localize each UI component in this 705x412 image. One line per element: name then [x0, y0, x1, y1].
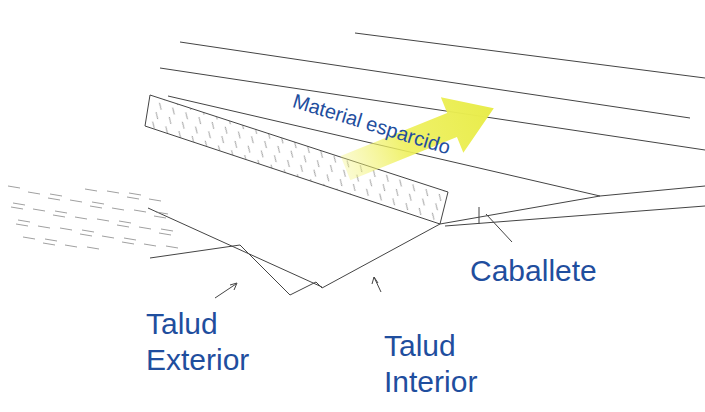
ridge-line — [445, 206, 705, 226]
grass-stroke — [127, 197, 139, 199]
grass-stroke — [48, 198, 60, 200]
ridge-tick — [479, 207, 480, 224]
grass-stroke — [80, 234, 92, 236]
inner-slope-label: Talud Interior — [384, 328, 524, 400]
grass-stroke — [70, 200, 82, 202]
grass-stroke — [43, 243, 55, 245]
grass-stroke — [16, 224, 28, 226]
grass-stroke — [65, 245, 77, 247]
leader-line — [215, 284, 236, 298]
grass-stroke — [166, 246, 178, 248]
grass-stroke — [82, 230, 94, 232]
material-label: Material esparcido — [290, 89, 453, 160]
grass-stroke — [156, 212, 168, 214]
field-line — [355, 33, 705, 78]
grass-stroke — [23, 237, 35, 239]
ridge-line — [440, 186, 705, 224]
grass-texture — [8, 186, 178, 249]
grass-stroke — [60, 228, 72, 230]
grass-stroke — [28, 192, 40, 194]
grass-stroke — [159, 233, 171, 235]
grass-stroke — [161, 229, 173, 231]
grass-stroke — [134, 210, 146, 212]
grass-stroke — [18, 220, 30, 222]
grass-stroke — [33, 209, 45, 211]
grass-stroke — [112, 208, 124, 210]
grass-stroke — [55, 211, 67, 213]
grass-stroke — [38, 226, 50, 228]
grass-stroke — [97, 219, 109, 221]
grass-stroke — [50, 194, 62, 196]
outer-slope-label: Talud Exterior — [146, 306, 286, 378]
grass-stroke — [45, 239, 57, 241]
grass-stroke — [85, 189, 97, 191]
grass-stroke — [129, 193, 141, 195]
grass-stroke — [149, 199, 161, 201]
leader-arrowhead — [372, 277, 378, 284]
grass-stroke — [53, 215, 65, 217]
grass-stroke — [90, 206, 102, 208]
spread-material-band — [145, 95, 448, 224]
grass-stroke — [107, 191, 119, 193]
grass-stroke — [122, 242, 134, 244]
ditch-profile — [150, 224, 440, 295]
grass-stroke — [124, 238, 136, 240]
grass-stroke — [87, 247, 99, 249]
grass-stroke — [139, 227, 151, 229]
grass-stroke — [102, 236, 114, 238]
ridge-label: Caballete — [470, 253, 597, 289]
grass-stroke — [119, 221, 131, 223]
grass-stroke — [92, 202, 104, 204]
field-line — [180, 42, 690, 118]
grass-stroke — [117, 225, 129, 227]
ditch-edge — [148, 208, 322, 287]
grass-stroke — [13, 203, 25, 205]
grass-stroke — [144, 244, 156, 246]
grass-stroke — [11, 207, 23, 209]
leader-line — [486, 214, 512, 242]
leader-arrowhead — [230, 283, 237, 290]
grass-stroke — [8, 186, 20, 188]
grass-stroke — [75, 217, 87, 219]
grass-stroke — [154, 216, 166, 218]
